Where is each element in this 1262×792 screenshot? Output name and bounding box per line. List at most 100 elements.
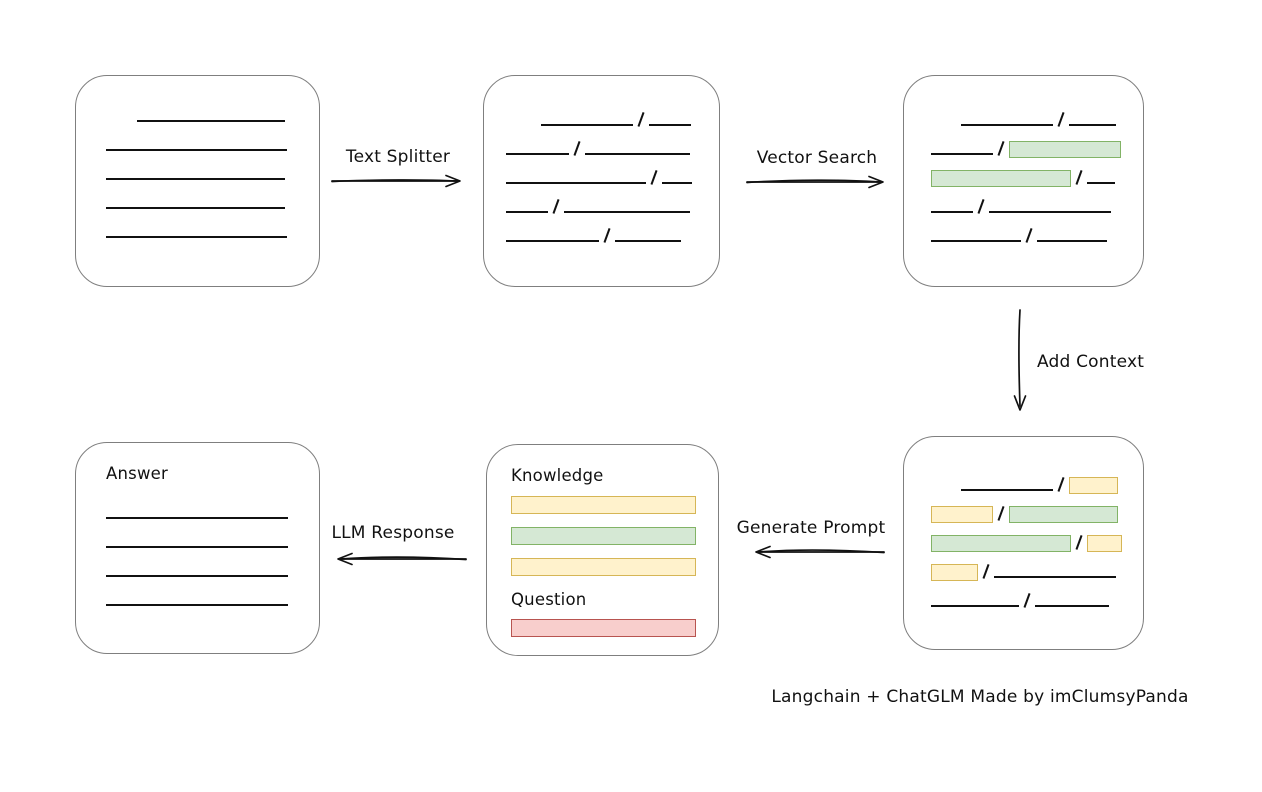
- text-line: [989, 211, 1112, 213]
- chunk-row: [931, 473, 1122, 494]
- green-highlight-chip: [931, 170, 1071, 187]
- text-line: [649, 124, 692, 126]
- node-source-document: [75, 75, 320, 287]
- arrow-generate-prompt-label: Generate Prompt: [736, 518, 886, 538]
- chunk-separator-slash: [552, 199, 560, 214]
- chunk-separator-slash: [1075, 535, 1083, 550]
- text-line: [106, 575, 288, 577]
- chunk-separator-slash: [997, 506, 1005, 521]
- answer-lines: [106, 501, 288, 606]
- split-chunk-lines: [506, 108, 693, 243]
- text-line: [506, 153, 569, 155]
- chunk-separator-slash: [573, 141, 581, 156]
- yellow-highlight-chip: [931, 506, 993, 523]
- chunk-row: [511, 558, 718, 576]
- chunk-separator-slash: [1023, 593, 1031, 608]
- vector-result-lines: [931, 108, 1122, 243]
- context-chunk-lines: [931, 473, 1123, 608]
- chunk-separator-slash: [982, 564, 990, 579]
- question-heading: Question: [511, 590, 587, 609]
- text-line: [106, 517, 288, 519]
- green-highlight-chip: [1009, 506, 1119, 523]
- knowledge-bars: [511, 496, 718, 576]
- green-highlight-chip: [931, 535, 1071, 552]
- arrow-text-splitter: Text Splitter: [330, 146, 466, 188]
- yellow-highlight-chip: [1069, 477, 1119, 494]
- indent-spacer: [506, 125, 541, 126]
- chunk-separator-slash: [1025, 228, 1033, 243]
- question-bars: [511, 619, 718, 637]
- text-line: [564, 211, 691, 213]
- text-line: [931, 211, 973, 213]
- chunk-row: [106, 588, 288, 606]
- chunk-row: [931, 589, 1122, 608]
- arrow-add-context-label: Add Context: [1037, 352, 1145, 372]
- chunk-separator-slash: [1057, 477, 1065, 492]
- chunk-row: [106, 133, 287, 151]
- arrow-llm-response: LLM Response: [326, 522, 467, 566]
- chunk-row: [511, 496, 718, 514]
- chunk-row: [506, 195, 692, 214]
- chunk-row: [506, 108, 692, 127]
- text-line: [106, 604, 288, 606]
- text-line: [994, 576, 1117, 578]
- yellow-highlight-chip: [931, 564, 978, 581]
- arrow-generate-prompt: Generate Prompt: [736, 517, 886, 559]
- chunk-separator-slash: [650, 170, 658, 185]
- left-arrow-icon: [755, 545, 885, 559]
- text-line: [1037, 240, 1108, 242]
- green-highlight-chip: [511, 527, 696, 545]
- indent-spacer: [106, 121, 137, 122]
- text-line: [585, 153, 691, 155]
- chunk-row: [506, 224, 692, 243]
- chunk-separator-slash: [637, 112, 645, 127]
- node-context-chunks: [903, 436, 1144, 650]
- text-line: [106, 207, 285, 209]
- chunk-row: [511, 619, 718, 637]
- node-prompt: Knowledge Question: [486, 444, 719, 656]
- node-answer: Answer: [75, 442, 320, 654]
- left-arrow-icon: [337, 552, 467, 566]
- chunk-row: [931, 224, 1121, 243]
- text-line: [106, 149, 287, 151]
- text-line: [931, 240, 1021, 242]
- document-lines: [106, 104, 287, 238]
- indent-spacer: [931, 490, 961, 491]
- right-arrow-icon: [331, 174, 461, 188]
- chunk-row: [106, 559, 288, 577]
- chunk-row: [106, 530, 288, 548]
- chunk-row: [931, 108, 1121, 127]
- green-highlight-chip: [1009, 141, 1122, 158]
- yellow-highlight-chip: [511, 558, 696, 576]
- chunk-row: [106, 501, 288, 519]
- answer-heading: Answer: [106, 464, 168, 483]
- text-line: [137, 120, 285, 122]
- text-line: [1069, 124, 1117, 126]
- chunk-row: [506, 166, 693, 185]
- node-vector-matched-chunks: [903, 75, 1144, 287]
- chunk-row: [931, 137, 1122, 158]
- arrow-add-context: [1011, 308, 1029, 422]
- text-line: [931, 153, 993, 155]
- text-line: [106, 546, 288, 548]
- chunk-row: [106, 104, 287, 122]
- right-arrow-icon: [746, 175, 884, 189]
- text-line: [541, 124, 633, 126]
- down-arrow-icon: [1013, 309, 1027, 411]
- arrow-text-splitter-label: Text Splitter: [345, 147, 451, 167]
- chunk-row: [506, 137, 692, 156]
- chunk-row: [106, 162, 287, 180]
- chunk-row: [931, 195, 1121, 214]
- text-line: [961, 124, 1053, 126]
- chunk-separator-slash: [1075, 170, 1083, 185]
- chunk-separator-slash: [977, 199, 985, 214]
- text-line: [106, 236, 287, 238]
- chunk-row: [106, 191, 287, 209]
- chunk-separator-slash: [997, 141, 1005, 156]
- text-line: [1087, 182, 1116, 184]
- chunk-separator-slash: [1057, 112, 1065, 127]
- arrow-llm-response-label: LLM Response: [331, 523, 455, 543]
- chunk-row: [931, 531, 1123, 552]
- yellow-highlight-chip: [511, 496, 696, 514]
